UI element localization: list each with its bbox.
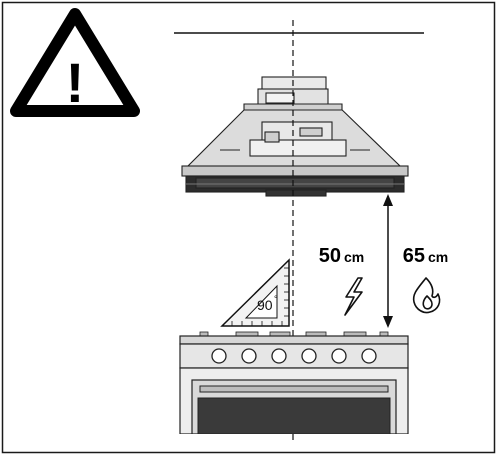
set-square: 90 °: [220, 258, 290, 327]
oven-window: [197, 397, 391, 435]
degree-mark: °: [274, 294, 278, 304]
stove-knob: [301, 348, 317, 364]
electric-distance-label: 50: [319, 245, 341, 267]
stove-knob: [211, 348, 227, 364]
warning-exclamation: !: [66, 51, 85, 114]
lightning-bolt-icon: [344, 277, 363, 316]
electric-distance-unit: cm: [344, 249, 364, 265]
stove: [179, 331, 409, 435]
gas-distance-unit: cm: [428, 249, 448, 265]
warning-triangle-icon: !: [10, 8, 140, 117]
stove-knob: [331, 348, 347, 364]
range-hood: [181, 76, 409, 197]
oven-handle: [199, 385, 389, 393]
clearance-dimension-arrow: [383, 194, 393, 328]
flame-icon: [412, 277, 441, 314]
stove-knob: [271, 348, 287, 364]
stove-knob: [361, 348, 377, 364]
knob-row: [211, 348, 377, 364]
stove-knob: [241, 348, 257, 364]
right-angle-label: 90: [257, 297, 273, 313]
gas-distance-label: 65: [403, 245, 425, 267]
